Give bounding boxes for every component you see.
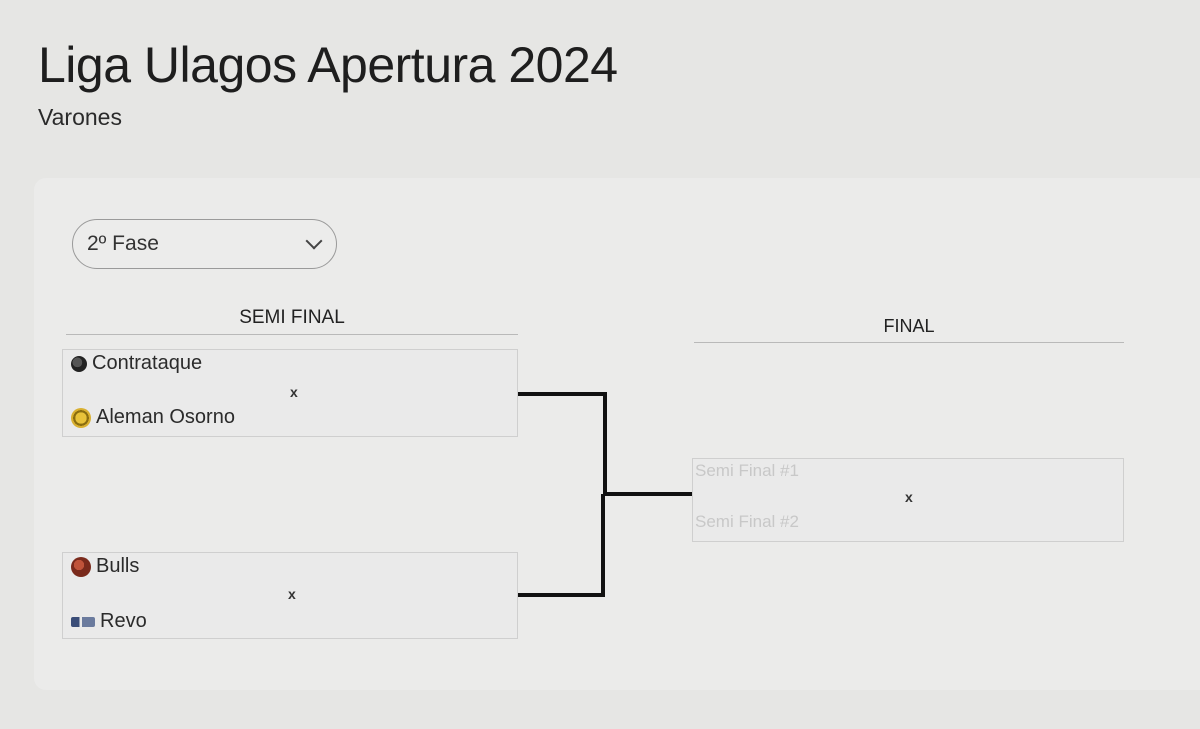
connector-semi-2 <box>518 494 605 597</box>
team-bulls[interactable]: Bulls <box>71 555 139 578</box>
final-slot-2: Semi Final #2 <box>695 512 799 532</box>
final-slot-1: Semi Final #1 <box>695 461 799 481</box>
phase-select[interactable]: 2º Fase <box>72 219 337 269</box>
team-name: Bulls <box>96 555 140 577</box>
versus-marker: x <box>288 586 296 602</box>
round-header-final: FINAL <box>694 316 1124 343</box>
team-contrataque[interactable]: Contrataque <box>71 352 202 375</box>
team-logo-aleman-osorno-icon <box>71 407 91 428</box>
match-semi-final-1[interactable]: Contrataque x Aleman Osorno <box>62 349 518 437</box>
phase-select-value: 2º Fase <box>87 232 159 255</box>
team-name: Aleman Osorno <box>96 406 235 428</box>
team-name: Contrataque <box>92 352 203 374</box>
versus-marker: x <box>905 489 913 505</box>
slot-label: Semi Final #1 <box>695 461 799 480</box>
round-header-semi-final: SEMI FINAL <box>66 307 518 335</box>
team-logo-contrataque-icon <box>71 355 87 372</box>
versus-marker: x <box>290 384 298 400</box>
team-logo-revo-icon <box>71 616 95 627</box>
connector-semi-1 <box>518 392 607 494</box>
team-revo[interactable]: Revo <box>71 610 147 633</box>
match-final[interactable]: Semi Final #1 x Semi Final #2 <box>692 458 1124 542</box>
match-semi-final-2[interactable]: Bulls x Revo <box>62 552 518 639</box>
team-aleman-osorno[interactable]: Aleman Osorno <box>71 406 235 429</box>
page-subtitle: Varones <box>38 104 122 130</box>
page-title: Liga Ulagos Apertura 2024 <box>38 37 618 93</box>
team-name: Revo <box>100 610 147 632</box>
slot-label: Semi Final #2 <box>695 512 799 531</box>
team-logo-bulls-icon <box>71 556 91 577</box>
